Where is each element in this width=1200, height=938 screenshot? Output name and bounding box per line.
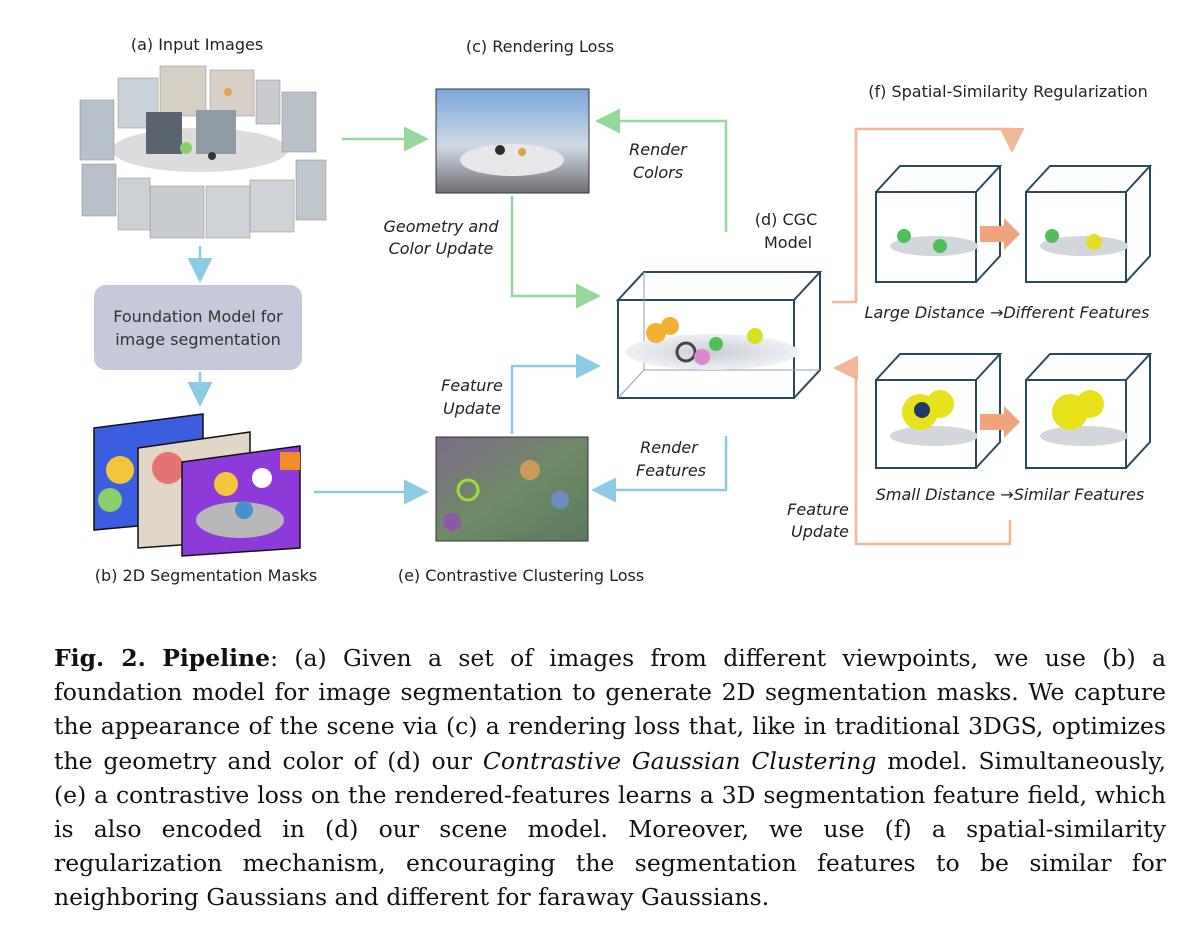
feature-blob	[520, 460, 540, 480]
rendered-object	[518, 148, 526, 156]
geometry-line1: Geometry and	[384, 217, 500, 236]
render-colors-line2: Colors	[633, 163, 683, 182]
arrow-regularization-feature-update	[833, 355, 1012, 546]
geometry-line2: Color Update	[389, 239, 494, 258]
object-dot	[224, 88, 232, 96]
object-dot	[180, 142, 192, 154]
feature-blob	[443, 513, 461, 531]
input-images-ring	[79, 65, 327, 239]
foundation-label-line2: image segmentation	[115, 330, 281, 349]
feature-blob	[456, 478, 480, 502]
mask-segment	[214, 472, 238, 496]
large-distance-label: Large Distance →Different Features	[865, 303, 1150, 322]
small-distance-cube-before	[875, 353, 1003, 469]
view-image	[249, 179, 295, 233]
view-image	[79, 99, 115, 161]
small-distance-label: Small Distance →Similar Features	[876, 485, 1145, 504]
view-image	[159, 65, 207, 117]
render-colors-line1: Render	[629, 140, 688, 159]
arrow-cgc-to-regularization	[832, 127, 1025, 304]
caption-title: Pipeline	[162, 644, 271, 672]
view-image	[81, 163, 117, 217]
mask-segment	[98, 488, 122, 512]
mask-segment	[280, 452, 300, 470]
mask-segment	[252, 468, 272, 488]
label-input-images: (a) Input Images	[131, 35, 263, 54]
mask-segment	[235, 501, 253, 519]
feature-update-line2: Update	[443, 399, 501, 418]
label-contrastive: (e) Contrastive Clustering Loss	[398, 566, 644, 585]
center-image	[146, 112, 182, 154]
view-image	[205, 185, 251, 239]
view-image	[209, 69, 255, 117]
caption-part1: : (a) Given a set of images from differe…	[54, 644, 1166, 775]
cgc-label-line1: (d) CGC	[755, 210, 817, 229]
rendered-color-image	[435, 88, 590, 194]
view-image	[295, 159, 327, 221]
view-image	[149, 185, 205, 239]
label-spatial-reg: (f) Spatial-Similarity Regularization	[868, 82, 1147, 101]
view-image	[255, 79, 281, 125]
caption-model-name: Contrastive Gaussian Clustering	[482, 746, 877, 775]
feature-update-f-line1: Feature	[787, 500, 849, 519]
pipeline-figure: (a) Input Images Foundation Model for im…	[79, 35, 1153, 585]
rendered-feature-image	[435, 436, 589, 542]
figure-caption: Fig. 2. Pipeline: (a) Given a set of ima…	[54, 641, 1166, 915]
render-features-line1: Render	[640, 438, 699, 457]
feature-blob	[551, 491, 569, 509]
view-image	[117, 177, 151, 231]
label-rendering-loss: (c) Rendering Loss	[466, 37, 614, 56]
mask-segment	[106, 456, 134, 484]
render-features-line2: Features	[636, 461, 706, 480]
feature-update-f-line2: Update	[791, 522, 849, 541]
label-seg-masks: (b) 2D Segmentation Masks	[95, 566, 317, 585]
large-distance-cube-before	[875, 165, 1003, 283]
center-image	[196, 110, 236, 154]
rendered-table	[460, 144, 564, 176]
arrow-render-colors	[595, 108, 728, 232]
object-dot	[208, 152, 216, 160]
cgc-label-line2: Model	[764, 233, 812, 252]
mask-segment	[196, 502, 284, 538]
large-distance-cube-after	[1025, 165, 1153, 283]
arrow-right-top	[980, 218, 1020, 250]
small-distance-cube-after	[1025, 353, 1153, 469]
mask-segment	[152, 452, 184, 484]
arrow-render-features	[591, 436, 728, 503]
segmentation-masks	[93, 413, 301, 557]
caption-part2: model. Simultaneously, (e) a contrastive…	[54, 746, 1166, 912]
arrow-right-bottom	[980, 406, 1020, 438]
arrow-feature-update	[510, 353, 601, 434]
feature-update-line1: Feature	[441, 376, 503, 395]
cgc-model-cube	[615, 271, 823, 399]
arrow-geometry-update	[510, 196, 601, 309]
view-image	[281, 91, 317, 153]
rendered-object	[495, 145, 505, 155]
caption-fig-label: Fig. 2.	[54, 644, 146, 672]
foundation-label-line1: Foundation Model for	[113, 307, 283, 326]
foundation-model-box	[94, 285, 302, 370]
